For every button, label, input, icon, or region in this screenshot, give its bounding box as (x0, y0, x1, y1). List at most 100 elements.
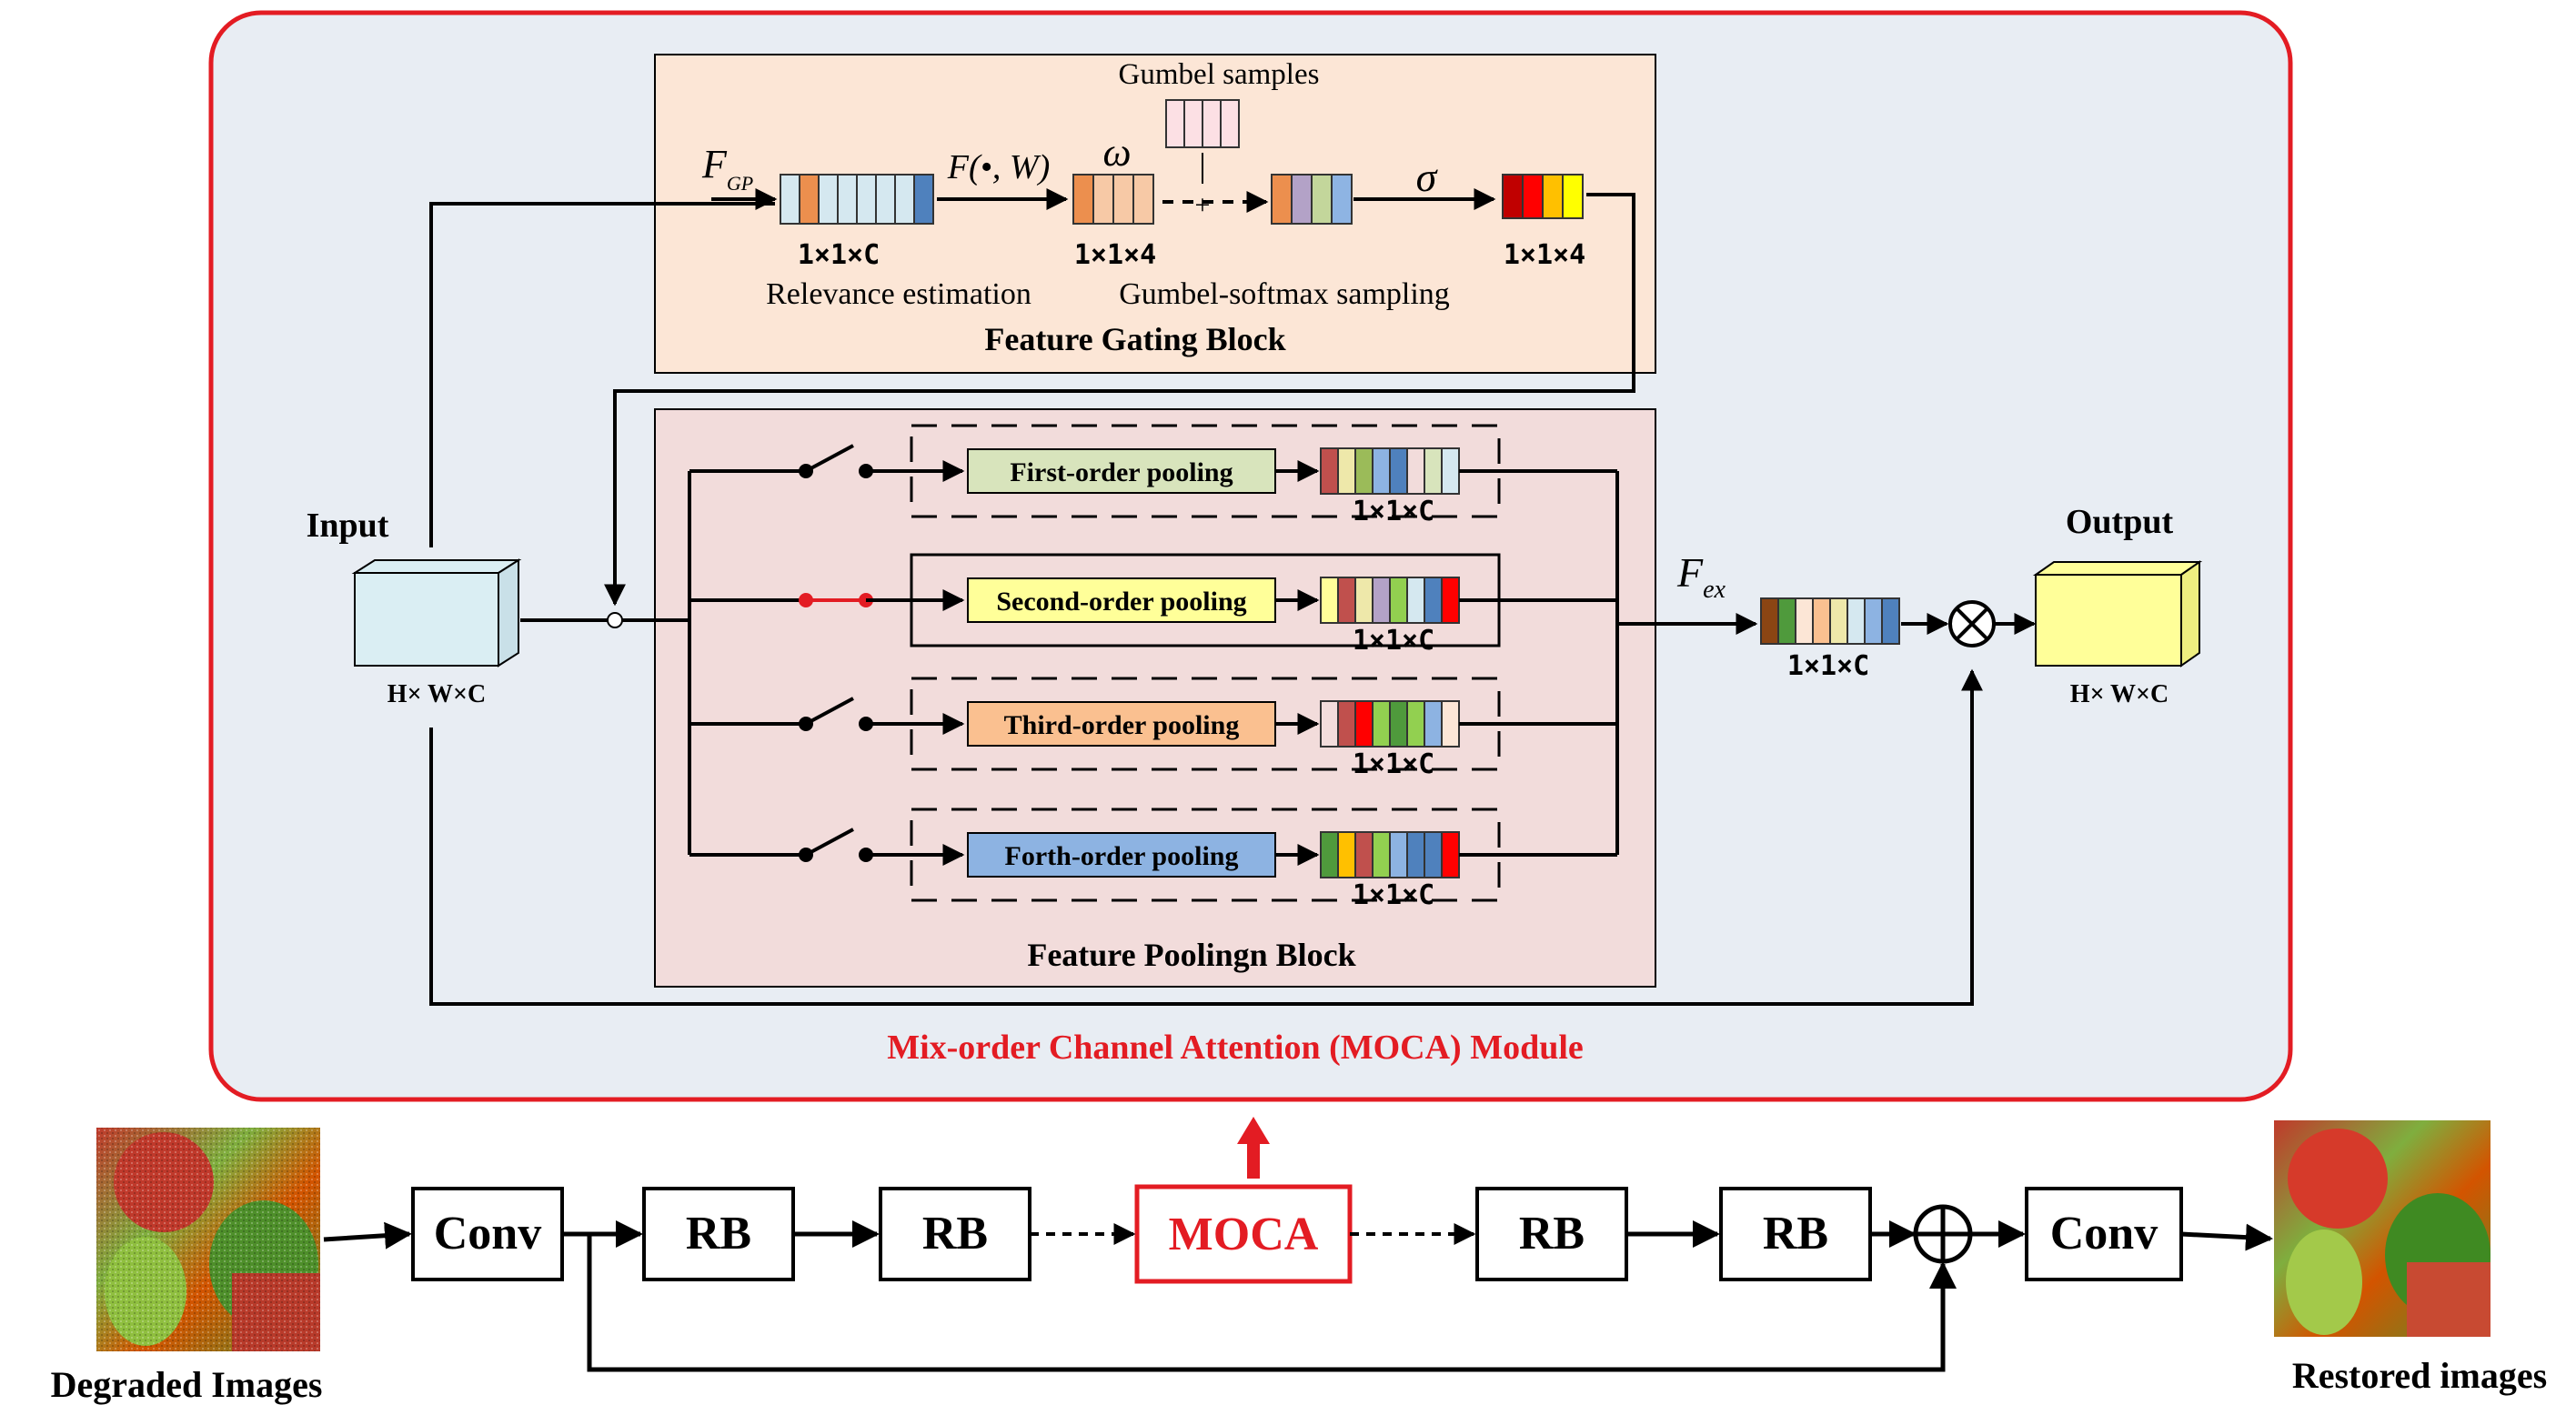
func-label: F(•, W) (947, 148, 1050, 186)
skip-to-multiply-line (429, 668, 1983, 1006)
output-cube (2032, 560, 2203, 667)
sigma-label: σ (1416, 154, 1439, 200)
output-label: Output (2066, 503, 2174, 541)
plus-label: + (1195, 190, 1211, 220)
pooled-vector-cell (1372, 447, 1391, 495)
gumbel-vector-cell (1165, 99, 1185, 148)
fex-vector-cell (1881, 597, 1900, 645)
svg-text:RB: RB (1763, 1208, 1828, 1259)
pooling-box (967, 832, 1276, 878)
pooled-vector-cell (1389, 831, 1408, 878)
svg-text:MOCA: MOCA (1169, 1209, 1319, 1260)
pooled-vector-cell (1424, 447, 1443, 495)
pooled-vector-cell (1320, 700, 1339, 748)
gumbel-vector-cell (1220, 99, 1240, 148)
input-cube (351, 558, 522, 667)
pooled-vector-cell (1406, 447, 1425, 495)
pooled-vector-cell (1424, 700, 1443, 748)
svg-text:RB: RB (922, 1208, 988, 1259)
pooling-row-frame (910, 677, 1501, 771)
sigma-vector-cell (1502, 174, 1524, 219)
pooled-dim: 1×1×C (1353, 496, 1434, 527)
pooled-vector-cell (1320, 447, 1339, 495)
arrow-degraded-to-conv1 (323, 1221, 412, 1249)
block-moca: MOCA (1134, 1184, 1353, 1284)
relevance-vector-cell (837, 174, 858, 225)
fex-vector-cell (1760, 597, 1779, 645)
gumbel-samples-vector (1165, 99, 1240, 148)
fex-vector (1760, 597, 1900, 645)
fex-vector-cell (1846, 597, 1866, 645)
block-rb4: RB (1719, 1187, 1872, 1281)
fex-vector-cell (1864, 597, 1883, 645)
pooled-vector-cell (1389, 447, 1408, 495)
pooling-row-4: Forth-order pooling 1×1×C (689, 808, 1617, 911)
pooled-vector-cell (1337, 831, 1356, 878)
input-label: Input (307, 507, 389, 545)
pooled-vector-cell (1337, 700, 1356, 748)
pooled-vector-cell (1406, 577, 1425, 624)
relevance-vector-cell (894, 174, 915, 225)
sigma-vector (1502, 174, 1584, 219)
restored-image (2274, 1120, 2490, 1337)
fex-vector-cell (1795, 597, 1814, 645)
omega-vector-cell (1132, 174, 1154, 225)
pooling-box (967, 701, 1276, 747)
sampled-vector-cell (1331, 174, 1353, 225)
relevance-vector-cell (913, 174, 934, 225)
relevance-vector-cell (856, 174, 877, 225)
pooled-dim: 1×1×C (1353, 625, 1434, 657)
pooled-vector-cell (1389, 577, 1408, 624)
input-to-gating-line (429, 202, 775, 547)
gating-block-title: Feature Gating Block (984, 321, 1285, 357)
fex-vector-cell (1829, 597, 1848, 645)
relevance-vector-cell (780, 174, 800, 225)
pooling-label: Forth-order pooling (1005, 841, 1239, 871)
pooled-vector-cell (1441, 447, 1460, 495)
pooled-vector-cell (1372, 577, 1391, 624)
omega-vector-cell (1072, 174, 1094, 225)
pooled-vector-cell (1320, 831, 1339, 878)
dim-sigma: 1×1×4 (1504, 239, 1585, 271)
pooled-dim: 1×1×C (1353, 748, 1434, 780)
sigma-vector-cell (1522, 174, 1544, 219)
block-rb1: RB (642, 1187, 795, 1281)
pooled-dim: 1×1×C (1353, 879, 1434, 911)
pooled-vector-cell (1354, 447, 1374, 495)
sampled-vector-cell (1271, 174, 1293, 225)
pooled-vector-cell (1406, 700, 1425, 748)
pooling-label: Second-order pooling (996, 587, 1246, 617)
input-split-node (607, 612, 623, 628)
block-rb2: RB (879, 1187, 1031, 1281)
feature-pooling-block (654, 408, 1656, 988)
global-skip-line (587, 1234, 1957, 1372)
gating-control-line (604, 193, 1635, 607)
gumbel-vector-cell (1202, 99, 1222, 148)
pooled-vector-cell (1424, 831, 1443, 878)
block-conv1: Conv (411, 1187, 564, 1281)
gumbel-samples-label: Gumbel samples (1119, 58, 1320, 91)
pooled-vector-cell (1441, 831, 1460, 878)
svg-text:RB: RB (1519, 1208, 1585, 1259)
pooling-box (967, 577, 1276, 623)
pooled-vector-cell (1354, 577, 1374, 624)
fex-vector-cell (1812, 597, 1831, 645)
switch-open (805, 697, 854, 726)
dim-relevance: 1×1×C (798, 239, 880, 271)
omega-vector-cell (1112, 174, 1134, 225)
relevance-vector-cell (818, 174, 839, 225)
pooled-vector-cell (1354, 700, 1374, 748)
pooled-vector-cell (1337, 447, 1356, 495)
pooled-vector-cell (1337, 577, 1356, 624)
arrow-conv2-to-restored (2180, 1223, 2273, 1251)
gumbel-vector-cell (1183, 99, 1203, 148)
relevance-vector-cell (799, 174, 820, 225)
omega-vector (1072, 174, 1154, 225)
pooled-vector-cell (1406, 831, 1425, 878)
fex-vector-cell (1777, 597, 1796, 645)
fex-dim: 1×1×C (1787, 650, 1869, 682)
output-dim: H× W×C (2070, 680, 2168, 708)
sampled-vector-cell (1291, 174, 1313, 225)
